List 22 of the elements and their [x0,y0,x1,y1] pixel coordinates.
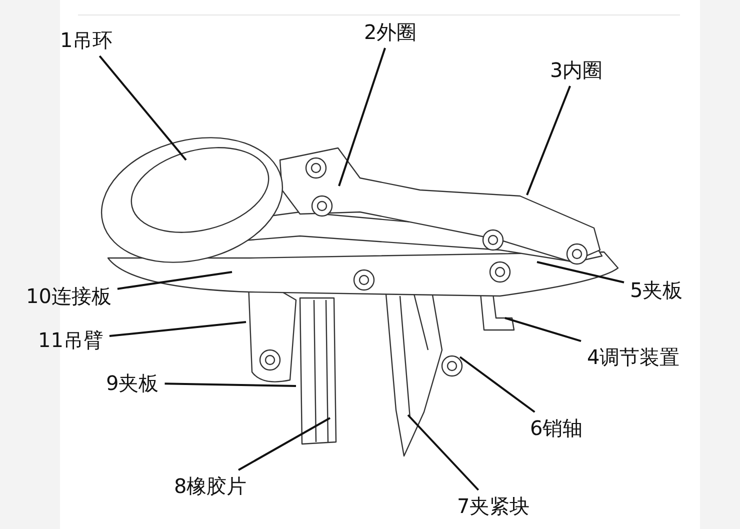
part-label: 2外圈 [362,20,419,44]
part-label: 5夹板 [628,278,685,302]
part-label: 7夹紧块 [455,494,532,518]
leader-line [98,55,187,161]
part-label: 3内圈 [548,58,605,82]
leader-line [526,86,571,196]
part-label: 8橡胶片 [172,474,249,498]
leader-line [504,317,582,342]
part-label: 11吊臂 [36,328,106,352]
part-label: 6销轴 [528,416,585,440]
leader-line [117,271,232,290]
leader-line [109,321,246,338]
leader-line [407,414,480,491]
part-label: 4调节装置 [585,345,682,369]
leader-line [238,417,330,471]
part-label: 10连接板 [24,284,114,308]
leader-line [338,48,386,186]
leader-line [164,382,296,387]
part-label: 9夹板 [104,371,161,395]
leader-line [536,261,624,284]
leader-line [459,356,536,413]
part-label: 1吊环 [58,28,115,52]
